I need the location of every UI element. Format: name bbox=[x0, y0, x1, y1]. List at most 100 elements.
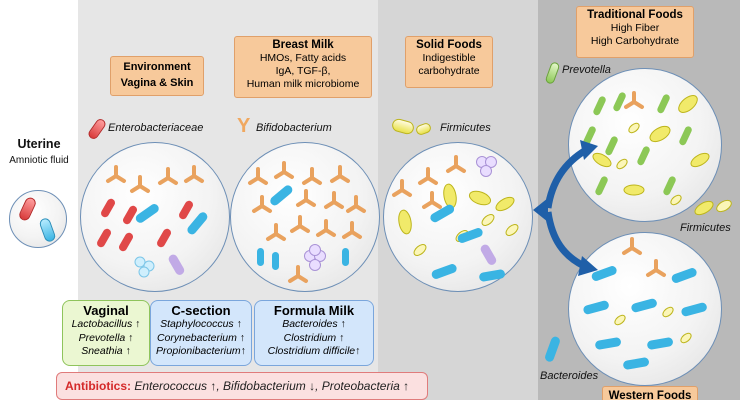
coccus-glyph bbox=[134, 256, 146, 268]
bifidobacterium-glyph bbox=[184, 165, 204, 183]
bifidobacterium-glyph bbox=[158, 167, 178, 185]
coccus-glyph bbox=[480, 165, 492, 177]
arrow-head-down bbox=[578, 256, 598, 276]
firmicutes-glyph bbox=[690, 152, 710, 168]
formula-milk-box: Formula Milk Bacteroides ↑ Clostridium ↑… bbox=[254, 300, 374, 366]
firmicutes-glyph bbox=[614, 314, 626, 326]
enterobacteriaceae-glyph bbox=[101, 198, 115, 218]
arrow-head-up bbox=[580, 140, 598, 160]
solid-foods-line1: Indigestible bbox=[422, 52, 476, 64]
bacteroides-glyph bbox=[257, 248, 264, 266]
bacteroides-glyph bbox=[647, 337, 673, 350]
bifidobacterium-glyph bbox=[290, 215, 310, 233]
enterobacteriaceae-glyph bbox=[179, 200, 193, 220]
csection-title: C-section bbox=[171, 303, 231, 318]
prevotella-glyph bbox=[679, 126, 692, 146]
bifidobacterium-glyph bbox=[422, 191, 442, 209]
firmicutes-icon bbox=[694, 200, 714, 216]
vaginal-title: Vaginal bbox=[83, 303, 129, 318]
solid-foods-title: Solid Foods bbox=[416, 39, 482, 51]
environment-line1: Environment bbox=[123, 61, 191, 73]
prevotella-glyph bbox=[593, 96, 606, 116]
bifidobacterium-glyph bbox=[624, 91, 644, 109]
bifidobacterium-glyph bbox=[646, 259, 666, 277]
arrow-to-western bbox=[544, 211, 586, 270]
uterine-title: Uterine bbox=[17, 137, 61, 151]
bacteroides-glyph bbox=[671, 268, 697, 283]
coccus-glyph bbox=[485, 156, 497, 168]
bifidobacterium-label: Bifidobacterium bbox=[256, 122, 332, 134]
bifidobacterium-glyph bbox=[302, 167, 322, 185]
bacteroides-glyph bbox=[583, 300, 609, 315]
traditional-foods-line1: High Fiber bbox=[610, 22, 660, 34]
vaginal-item-1: Lactobacillus ↑ bbox=[71, 318, 141, 330]
bifidobacterium-glyph bbox=[392, 179, 412, 197]
formula-item-1: Bacteroides ↑ bbox=[282, 318, 346, 330]
firmicutes-glyph bbox=[468, 190, 492, 206]
bifidobacterium-glyph bbox=[330, 165, 350, 183]
firmicutes-glyph bbox=[680, 332, 692, 344]
lavender-glyph bbox=[480, 244, 497, 265]
firmicutes-glyph bbox=[616, 158, 628, 170]
breast-milk-circle bbox=[230, 142, 380, 292]
enterobacteriaceae-glyph bbox=[157, 228, 171, 248]
uterine-subtitle: Amniotic fluid bbox=[9, 155, 69, 166]
breast-milk-line3: Human milk microbiome bbox=[246, 78, 360, 90]
bifidobacterium-glyph bbox=[622, 237, 642, 255]
bifidobacterium-glyph bbox=[342, 221, 362, 239]
bacteroides-icon bbox=[545, 336, 560, 362]
prevotella-glyph bbox=[663, 176, 676, 196]
breast-milk-line2: IgA, TGF-β, bbox=[275, 65, 331, 77]
bifidobacterium-glyph bbox=[274, 161, 294, 179]
bifidobacterium-glyph bbox=[106, 165, 126, 183]
solid-foods-line2: carbohydrate bbox=[418, 65, 480, 77]
vaginal-box: Vaginal Lactobacillus ↑ Prevotella ↑ Sne… bbox=[62, 300, 150, 366]
lavender-glyph bbox=[168, 254, 185, 275]
bacteroides-glyph bbox=[457, 228, 483, 243]
bacteroides-glyph bbox=[272, 252, 279, 270]
bifidobacterium-glyph bbox=[446, 155, 466, 173]
bacteroides-glyph bbox=[187, 212, 208, 235]
vaginal-item-3: Sneathia ↑ bbox=[81, 345, 131, 357]
formula-item-3: Clostridium difficile↑ bbox=[267, 345, 361, 357]
firmicutes-label: Firmicutes bbox=[440, 122, 491, 134]
bifidobacterium-glyph bbox=[266, 223, 286, 241]
environment-line2: Vagina & Skin bbox=[120, 77, 194, 89]
bacteroides-glyph bbox=[431, 264, 457, 279]
vaginal-item-2: Prevotella ↑ bbox=[78, 331, 134, 344]
traditional-foods-title: Traditional Foods bbox=[587, 9, 683, 21]
coccus-glyph bbox=[309, 259, 321, 271]
breast-milk-line1: HMOs, Fatty acids bbox=[259, 52, 347, 64]
formula-milk-title: Formula Milk bbox=[273, 303, 355, 318]
firmicutes-glyph bbox=[670, 194, 682, 206]
firmicutes-glyph bbox=[398, 209, 412, 235]
firmicutes-right-label: Firmicutes bbox=[680, 222, 731, 234]
csection-item-3: Propionibacterium↑ bbox=[156, 345, 246, 357]
traditional-foods-box: Traditional Foods High Fiber High Carboh… bbox=[576, 6, 694, 58]
bifidobacterium-glyph bbox=[324, 191, 344, 209]
bacteroides-glyph bbox=[623, 357, 649, 370]
antibiotics-label: Antibiotics: bbox=[65, 379, 131, 393]
bacteroides-glyph bbox=[430, 204, 455, 223]
bifidobacterium-glyph bbox=[296, 189, 316, 207]
firmicutes-glyph bbox=[505, 224, 519, 236]
prevotella-label: Prevotella bbox=[562, 64, 611, 76]
bifidobacterium-glyph bbox=[418, 167, 438, 185]
coccus-glyph bbox=[138, 266, 150, 278]
prevotella-glyph bbox=[595, 176, 608, 196]
breast-milk-box: Breast Milk HMOs, Fatty acids IgA, TGF-β… bbox=[234, 36, 372, 98]
firmicutes-glyph bbox=[649, 125, 671, 143]
bifidobacterium-glyph bbox=[130, 175, 150, 193]
enterobacteriaceae-glyph bbox=[119, 232, 133, 252]
prevotella-glyph bbox=[605, 136, 618, 156]
antibiotics-text: Enterococcus ↑, Bifidobacterium ↓, Prote… bbox=[134, 379, 410, 393]
western-foods-box: Western Foods bbox=[602, 386, 698, 400]
firmicutes-glyph bbox=[678, 95, 698, 113]
breast-milk-title: Breast Milk bbox=[272, 39, 334, 51]
bifidobacterium-glyph bbox=[346, 195, 366, 213]
arrow-to-traditional bbox=[544, 146, 588, 209]
bacteroides-label: Bacteroides bbox=[540, 370, 599, 382]
environment-box: Environment Vagina & Skin bbox=[110, 56, 204, 96]
bifidobacterium-glyph bbox=[248, 167, 268, 185]
